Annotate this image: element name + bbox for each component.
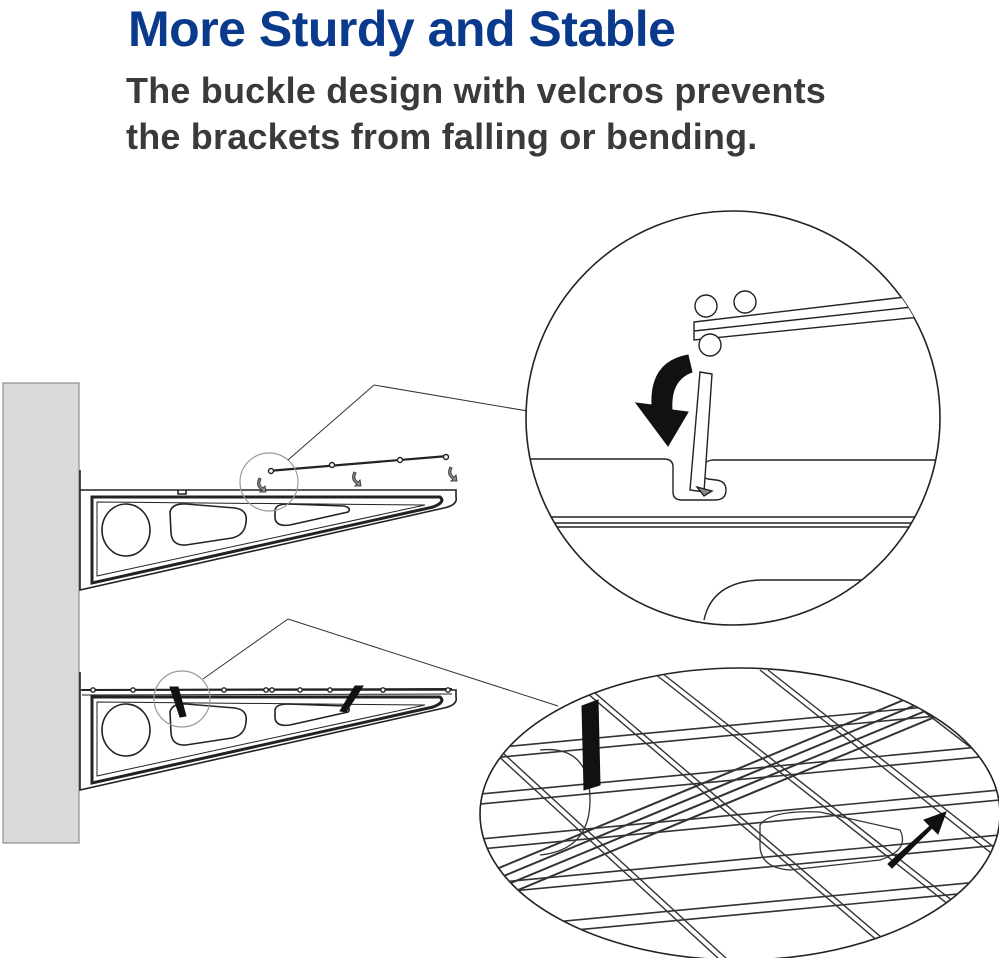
upper-shelf-rod [267, 453, 450, 475]
lower-callout-line-1 [202, 618, 289, 680]
strap-direction-arrow [887, 811, 947, 869]
upper-zoom-detail [525, 210, 941, 626]
page-subtitle: The buckle design with velcros prevents … [126, 68, 886, 160]
hook-down-arrow [634, 354, 693, 447]
page-title: More Sturdy and Stable [128, 1, 676, 57]
lower-shelf-rod [81, 687, 453, 696]
velcro-strap-detail [581, 699, 601, 791]
upper-callout-circle [239, 452, 299, 512]
lower-zoom-detail [479, 667, 999, 958]
lower-bracket [79, 672, 458, 792]
lower-callout-circle [153, 670, 211, 728]
upper-hook-arrows [257, 466, 458, 493]
upper-callout-line-1 [287, 384, 375, 461]
subtitle-line-2: the brackets from falling or bending. [126, 116, 758, 157]
wall-panel [2, 382, 80, 844]
lower-velcro-straps [169, 685, 364, 718]
lower-callout-line-2 [287, 618, 559, 707]
upper-bracket [79, 470, 458, 592]
subtitle-line-1: The buckle design with velcros prevents [126, 70, 827, 111]
